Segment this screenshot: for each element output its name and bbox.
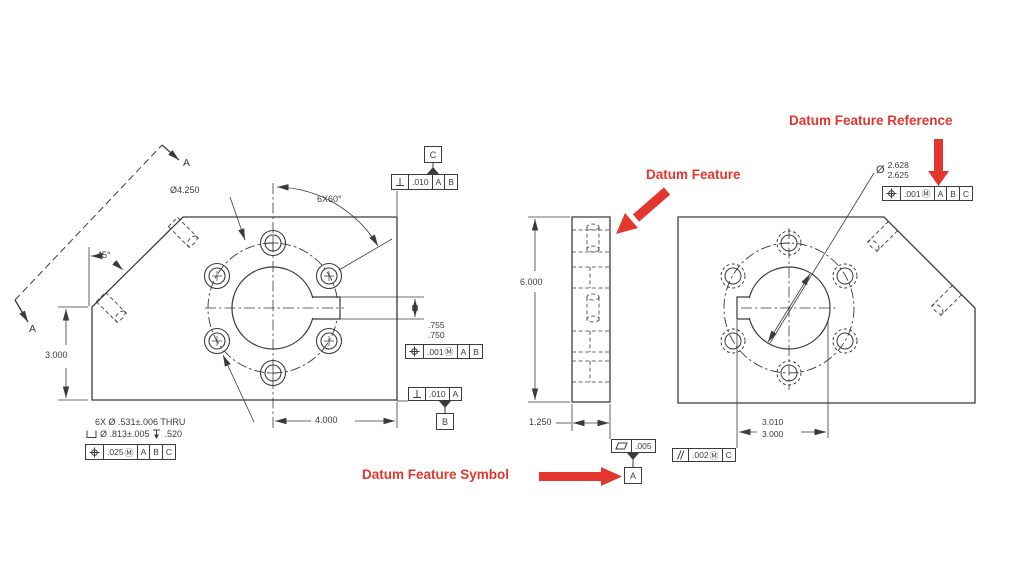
fcf-perpendicularity-datum-b: .010 A <box>408 387 463 401</box>
fcf-datum-ref: A <box>448 388 462 400</box>
perpendicularity-icon <box>392 175 408 189</box>
fcf-tolerance: .010 <box>425 388 449 400</box>
parallelism-icon <box>673 449 688 461</box>
fcf-datum-ref: B <box>444 175 457 189</box>
mmc-modifier: Ⓜ <box>921 189 931 199</box>
datum-a-box: A <box>624 467 642 484</box>
side-height-label: 6.000 <box>520 277 543 287</box>
front-view <box>91 183 398 431</box>
datum-c-box: C <box>424 146 442 163</box>
red-arrows <box>539 139 949 486</box>
front-view-outline <box>91 216 398 401</box>
fcf-datum-ref: C <box>958 187 972 200</box>
slot-upper-label: .755 <box>428 320 445 330</box>
chamfer-hole-lower-back <box>930 285 962 317</box>
section-label-top: A <box>183 157 191 169</box>
fcf-datum-ref: B <box>469 345 482 358</box>
datum-feature-symbol-arrow <box>539 467 622 486</box>
cbore-depth-text: .520 <box>164 429 183 439</box>
diameter-symbol: Ø <box>876 164 885 177</box>
datum-feature-arrow <box>616 187 671 234</box>
bore-dia-label: Ø 2.628 2.625 <box>876 160 909 181</box>
fcf-tolerance: .010 <box>408 175 432 189</box>
mmc-modifier: Ⓜ <box>124 447 134 458</box>
keyway-notch-back <box>736 296 750 320</box>
back-view-outline <box>677 216 976 404</box>
position-icon <box>406 345 423 358</box>
hole-note-line1: 6X Ø .531±.006 THRU <box>95 417 186 427</box>
datum-a-triangle <box>627 453 639 460</box>
chamfer-hole-upper <box>168 217 200 249</box>
position-icon <box>86 445 103 459</box>
counterbore-icon <box>86 430 97 438</box>
fcf-flatness: .005 <box>611 439 656 453</box>
chamfer-angle-label: 45° <box>97 250 111 260</box>
leader-lines <box>222 172 875 423</box>
datum-feature-label: Datum Feature <box>646 167 741 182</box>
pattern-angle-label: 6X60° <box>317 194 342 204</box>
height-dim-label: 3.000 <box>45 350 68 360</box>
centerlines <box>205 183 344 431</box>
bore-upper-label: 2.628 <box>887 160 909 170</box>
datum-feature-reference-arrow <box>928 139 949 186</box>
fcf-datum-ref: C <box>721 449 735 461</box>
back-slot-lower-label: 3.000 <box>762 429 784 439</box>
width-dim-label: 4.000 <box>315 415 338 425</box>
bore-lower-label: 2.625 <box>887 169 909 180</box>
slot-lower-label: .750 <box>428 330 445 340</box>
datum-feature-reference-label: Datum Feature Reference <box>789 113 953 128</box>
datum-c-triangle <box>427 167 439 174</box>
datum-feature-symbol-label: Datum Feature Symbol <box>362 467 510 482</box>
fcf-tolerance: .005 <box>631 440 655 452</box>
chamfer-hole-upper-back <box>866 221 898 253</box>
dimension-lines <box>58 184 829 448</box>
section-label-bottom: A <box>29 323 37 335</box>
datum-b-triangle <box>439 401 451 408</box>
mmc-modifier: Ⓜ <box>444 347 454 357</box>
datum-b-box: B <box>436 413 454 430</box>
datum-triangles <box>427 163 639 468</box>
fcf-datum-ref-a: A <box>933 187 947 200</box>
chamfer-hole-lower <box>96 292 128 324</box>
cbore-note-text: Ø .813±.005 <box>100 429 150 439</box>
back-slot-upper-label: 3.010 <box>762 417 784 427</box>
flatness-icon <box>612 440 631 452</box>
fcf-datum-ref: A <box>431 175 445 189</box>
side-width-label: 1.250 <box>529 417 552 427</box>
fcf-perpendicularity-datum-c: .010 A B <box>391 174 458 190</box>
hole-note-line2: Ø .813±.005 .520 <box>86 429 182 440</box>
section-line <box>14 144 180 323</box>
hole-pattern-back <box>720 230 858 386</box>
position-icon <box>883 187 900 200</box>
perpendicularity-icon <box>409 388 425 400</box>
fcf-datum-ref: A <box>456 345 470 358</box>
mmc-modifier: Ⓜ <box>709 450 719 461</box>
keyway-notch <box>312 296 341 320</box>
fcf-datum-ref: C <box>161 445 175 459</box>
side-view-outline <box>571 216 611 403</box>
back-view <box>677 216 976 404</box>
depth-icon <box>153 429 161 439</box>
hole-pattern <box>203 229 343 387</box>
fcf-datum-ref: B <box>149 445 162 459</box>
bolt-circle-dia-label: Ø4.250 <box>170 185 200 195</box>
fcf-datum-ref: A <box>136 445 150 459</box>
fcf-datum-ref: B <box>946 187 959 200</box>
side-view <box>571 216 611 403</box>
hidden-lines <box>572 223 610 383</box>
